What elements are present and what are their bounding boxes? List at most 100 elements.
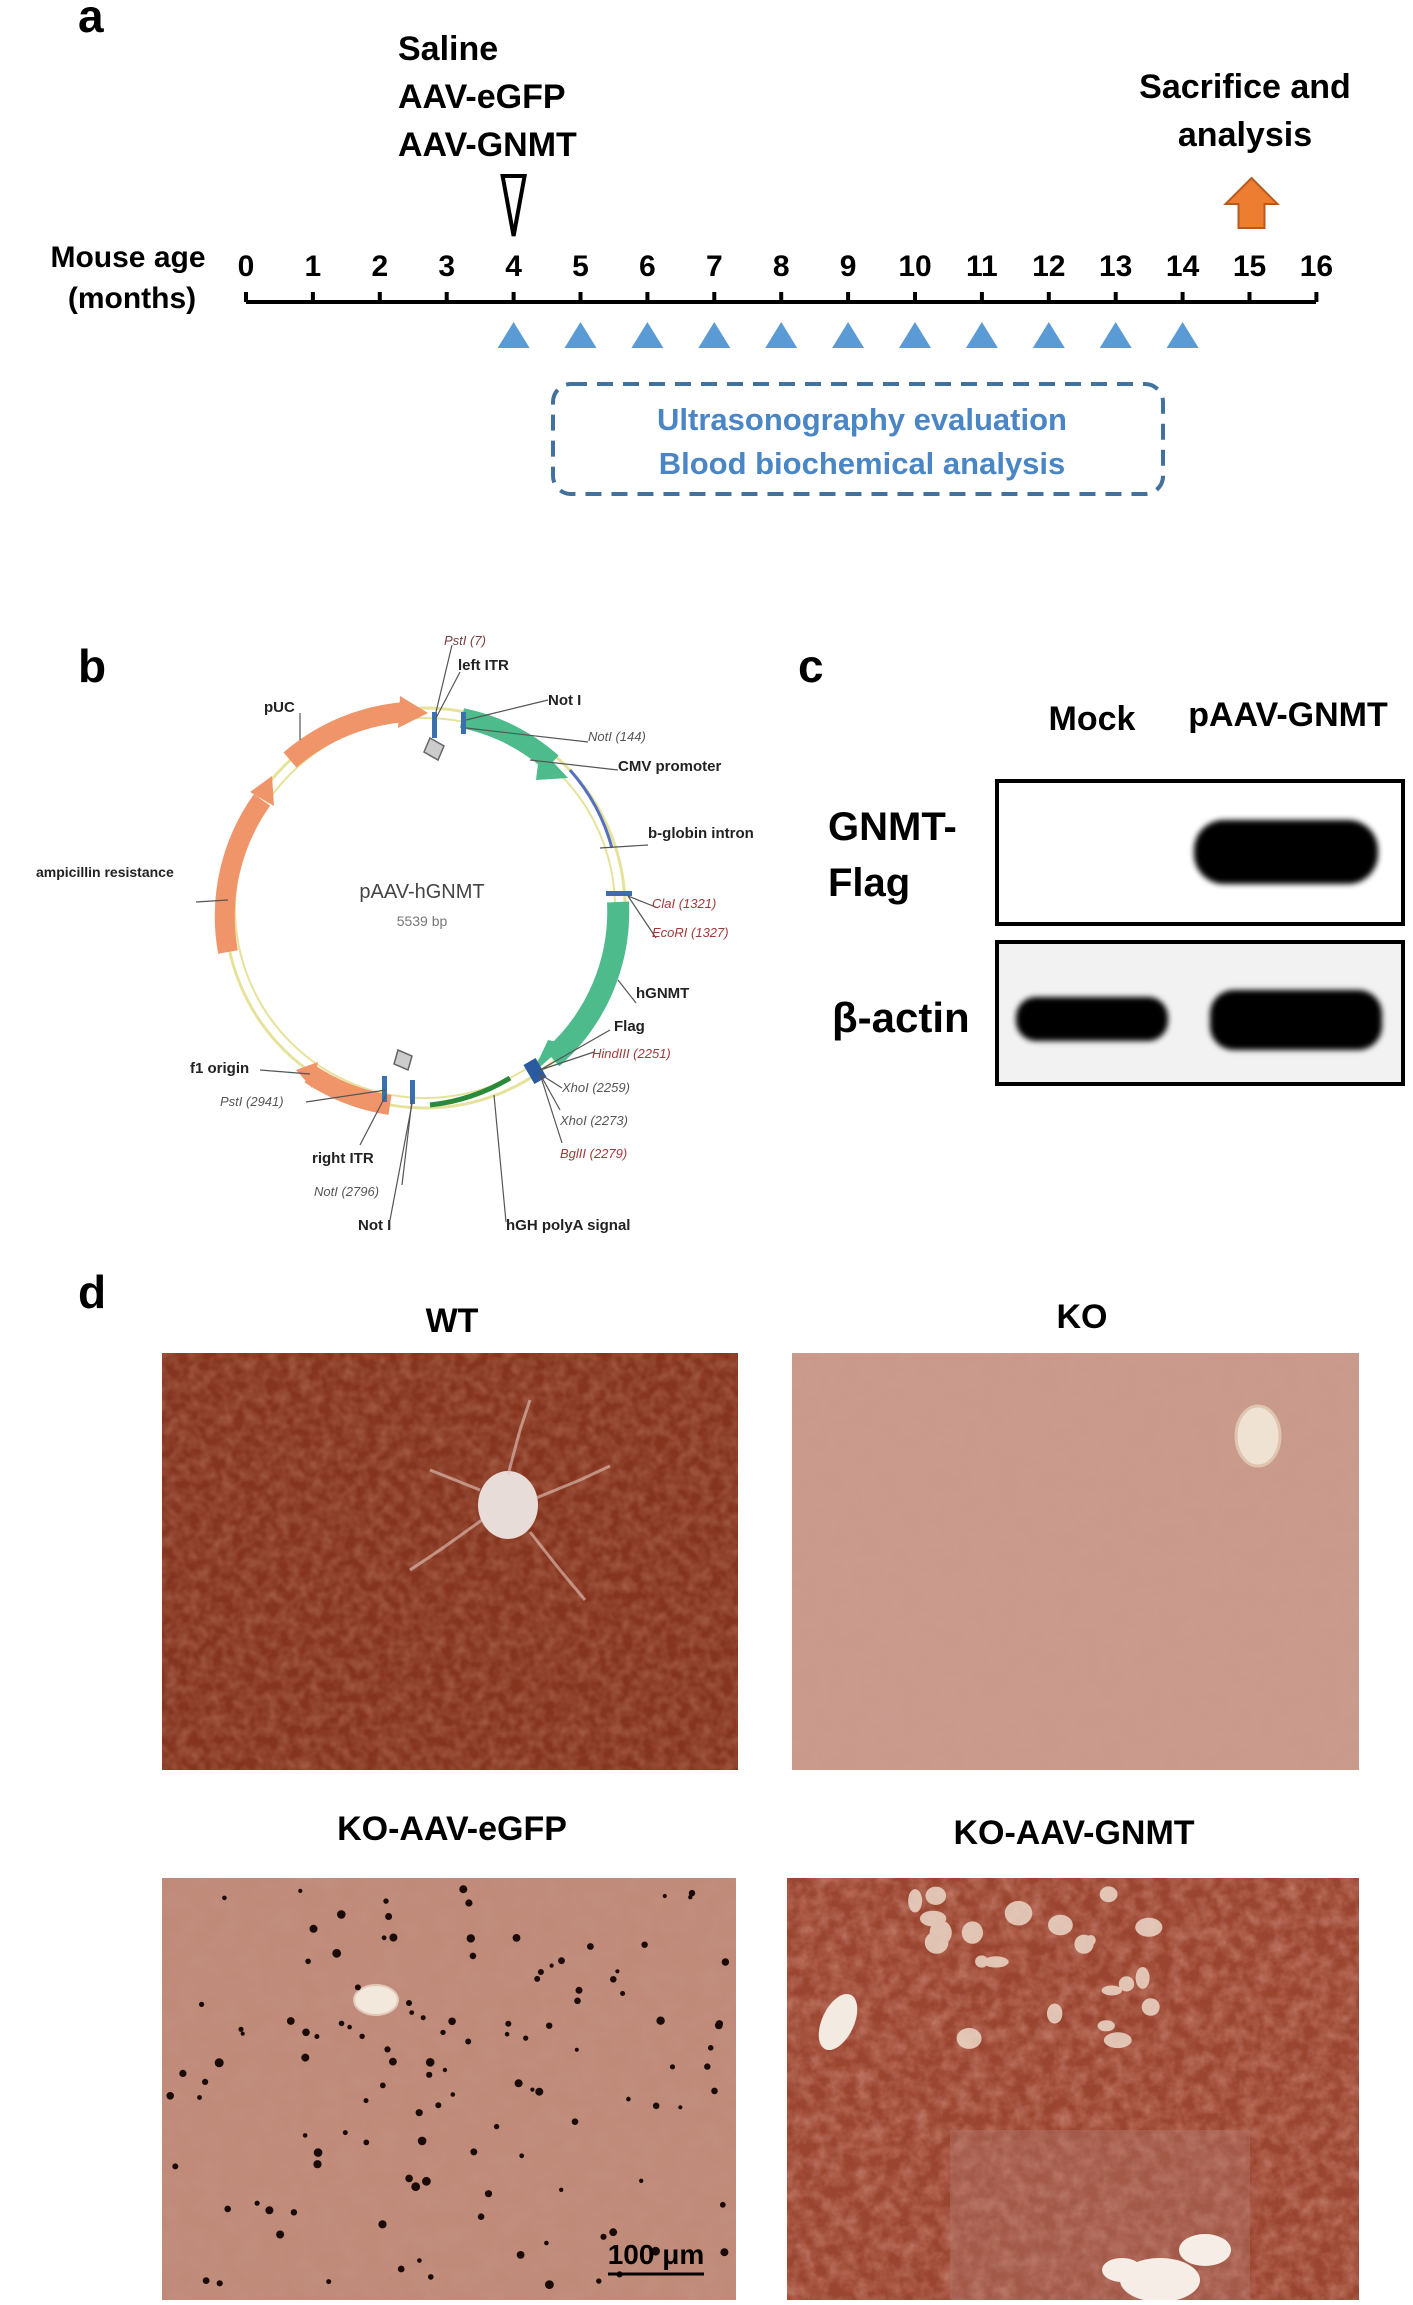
nucleus-dot [615, 1969, 620, 1974]
not-i-top-marker [461, 712, 466, 734]
nucleus-dot [313, 2160, 322, 2169]
label-clai: ClaI (1321) [652, 896, 716, 911]
nucleus-dot [626, 2096, 631, 2102]
nucleus-dot [426, 2071, 433, 2078]
nucleus-dot [519, 2153, 525, 2159]
axis-label-line2: (months) [68, 282, 196, 315]
nucleus-dot [600, 2233, 607, 2240]
vacuole [908, 1889, 923, 1913]
cmv-arrowhead [536, 748, 568, 780]
label-f1: f1 origin [190, 1060, 249, 1077]
nucleus-dot [707, 2045, 714, 2051]
evaluation-marker [564, 322, 597, 348]
tick-label: 14 [1166, 250, 1200, 283]
tick-label: 11 [966, 250, 998, 283]
nucleus-dot [240, 2031, 245, 2036]
feature-leader-lines [195, 644, 659, 1223]
nucleus-dot [715, 2020, 724, 2028]
nucleus-dot [530, 2087, 535, 2092]
panel-a-label: a [78, 0, 104, 42]
vacuole [1135, 1917, 1163, 1937]
hgnmt-arrowhead [532, 1040, 566, 1074]
nucleus-dot [652, 2102, 660, 2110]
not-i-bottom-marker [410, 1080, 415, 1104]
micrograph-ko [792, 1353, 1359, 1770]
nucleus-dot [678, 2105, 683, 2110]
tick-label: 8 [773, 250, 790, 283]
panel-a: a Saline AAV-eGFP AAV-GNMT Mouse age (mo… [0, 0, 1413, 560]
label-amp: ampicillin resistance [36, 864, 174, 880]
label-noti-144: NotI (144) [588, 729, 646, 744]
nucleus-dot [202, 2078, 209, 2085]
label-psti-7: PstI (7) [444, 633, 486, 648]
right-itr-marker [382, 1076, 387, 1102]
nucleus-dot [397, 2265, 405, 2273]
tick-label: 7 [706, 250, 723, 283]
nucleus-dot [610, 1976, 617, 1983]
nucleus-dot [342, 2130, 348, 2136]
nucleus-dot [305, 1958, 311, 1965]
vacuole [983, 1956, 1009, 1968]
title-ko-aav-egfp: KO-AAV-eGFP [337, 1810, 567, 1848]
western-blot: c Mock pAAV-GNMT GNMT- Flag β-actin [798, 640, 1405, 1086]
nucleus-dot [354, 1984, 361, 1991]
label-not-i-top: Not I [548, 692, 581, 709]
nucleus-dot [720, 2248, 729, 2257]
nucleus-dot [688, 1889, 696, 1897]
vacuole [1085, 1935, 1096, 1946]
histology-grid: d WT KO KO-AAV-eGFP KO-AAV-GNMT [78, 1266, 1359, 2302]
label-right-itr: right ITR [312, 1150, 374, 1167]
vacuole [956, 2027, 982, 2049]
nucleus-dot [347, 2024, 352, 2030]
nucleus-dot [620, 1991, 626, 1996]
nucleus-dot [574, 1997, 581, 2005]
label-bglii: BglII (2279) [560, 1146, 627, 1161]
timeline-figure: a Saline AAV-eGFP AAV-GNMT Mouse age (mo… [50, 0, 1351, 496]
label-hgnmt: hGNMT [636, 985, 689, 1002]
evaluation-marker [965, 322, 998, 348]
vacuole [1103, 2032, 1132, 2049]
nucleus-dot [385, 1913, 393, 1920]
nucleus-dot [406, 2000, 412, 2006]
puc-arrowhead [398, 696, 428, 728]
evaluation-marker [631, 322, 664, 348]
nucleus-dot [363, 2098, 369, 2104]
sacrifice-line2: analysis [1178, 116, 1312, 154]
nucleus-dot [384, 2046, 391, 2053]
eval-box-line2: Blood biochemical analysis [659, 446, 1066, 481]
tick-label: 1 [305, 250, 322, 283]
nucleus-dot [549, 1963, 554, 1968]
nucleus-dot [459, 1885, 468, 1894]
nucleus-dot [338, 2020, 345, 2027]
tick-label: 16 [1300, 250, 1333, 283]
label-xhoi-2259: XhoI (2259) [561, 1080, 630, 1095]
vacuole [1099, 1886, 1118, 1903]
axis-label-line1: Mouse age [50, 241, 205, 274]
nucleus-dot [470, 2148, 478, 2156]
nucleus-dot [172, 2163, 179, 2170]
vacuole [1097, 2020, 1115, 2032]
tick-label: 13 [1099, 250, 1132, 283]
evaluation-box [551, 382, 1165, 496]
label-puc: pUC [264, 699, 295, 716]
vacuole [1004, 1900, 1033, 1926]
eval-box-line1: Ultrasonography evaluation [657, 402, 1067, 437]
nucleus-dot [383, 1898, 389, 1904]
nucleus-dot [571, 2118, 579, 2125]
nucleus-dot [290, 2209, 298, 2216]
label-ecori: EcoRI (1327) [652, 925, 729, 940]
nucleus-dot [422, 2176, 431, 2186]
vacuole [1141, 1998, 1160, 2016]
nucleus-dot [465, 2038, 472, 2045]
nucleus-dot [688, 1895, 693, 1900]
label-flag: Flag [614, 1018, 645, 1035]
nucleus-dot [254, 2200, 260, 2206]
vacuole [929, 1920, 952, 1945]
injection-marker [500, 174, 527, 237]
nucleus-dot [199, 2001, 205, 2007]
vacuole [925, 1886, 947, 1905]
nucleus-dot [719, 2201, 726, 2208]
label-bglobin: b-globin intron [648, 825, 754, 842]
nucleus-dot [448, 2017, 456, 2026]
nucleus-dot [711, 2087, 718, 2095]
